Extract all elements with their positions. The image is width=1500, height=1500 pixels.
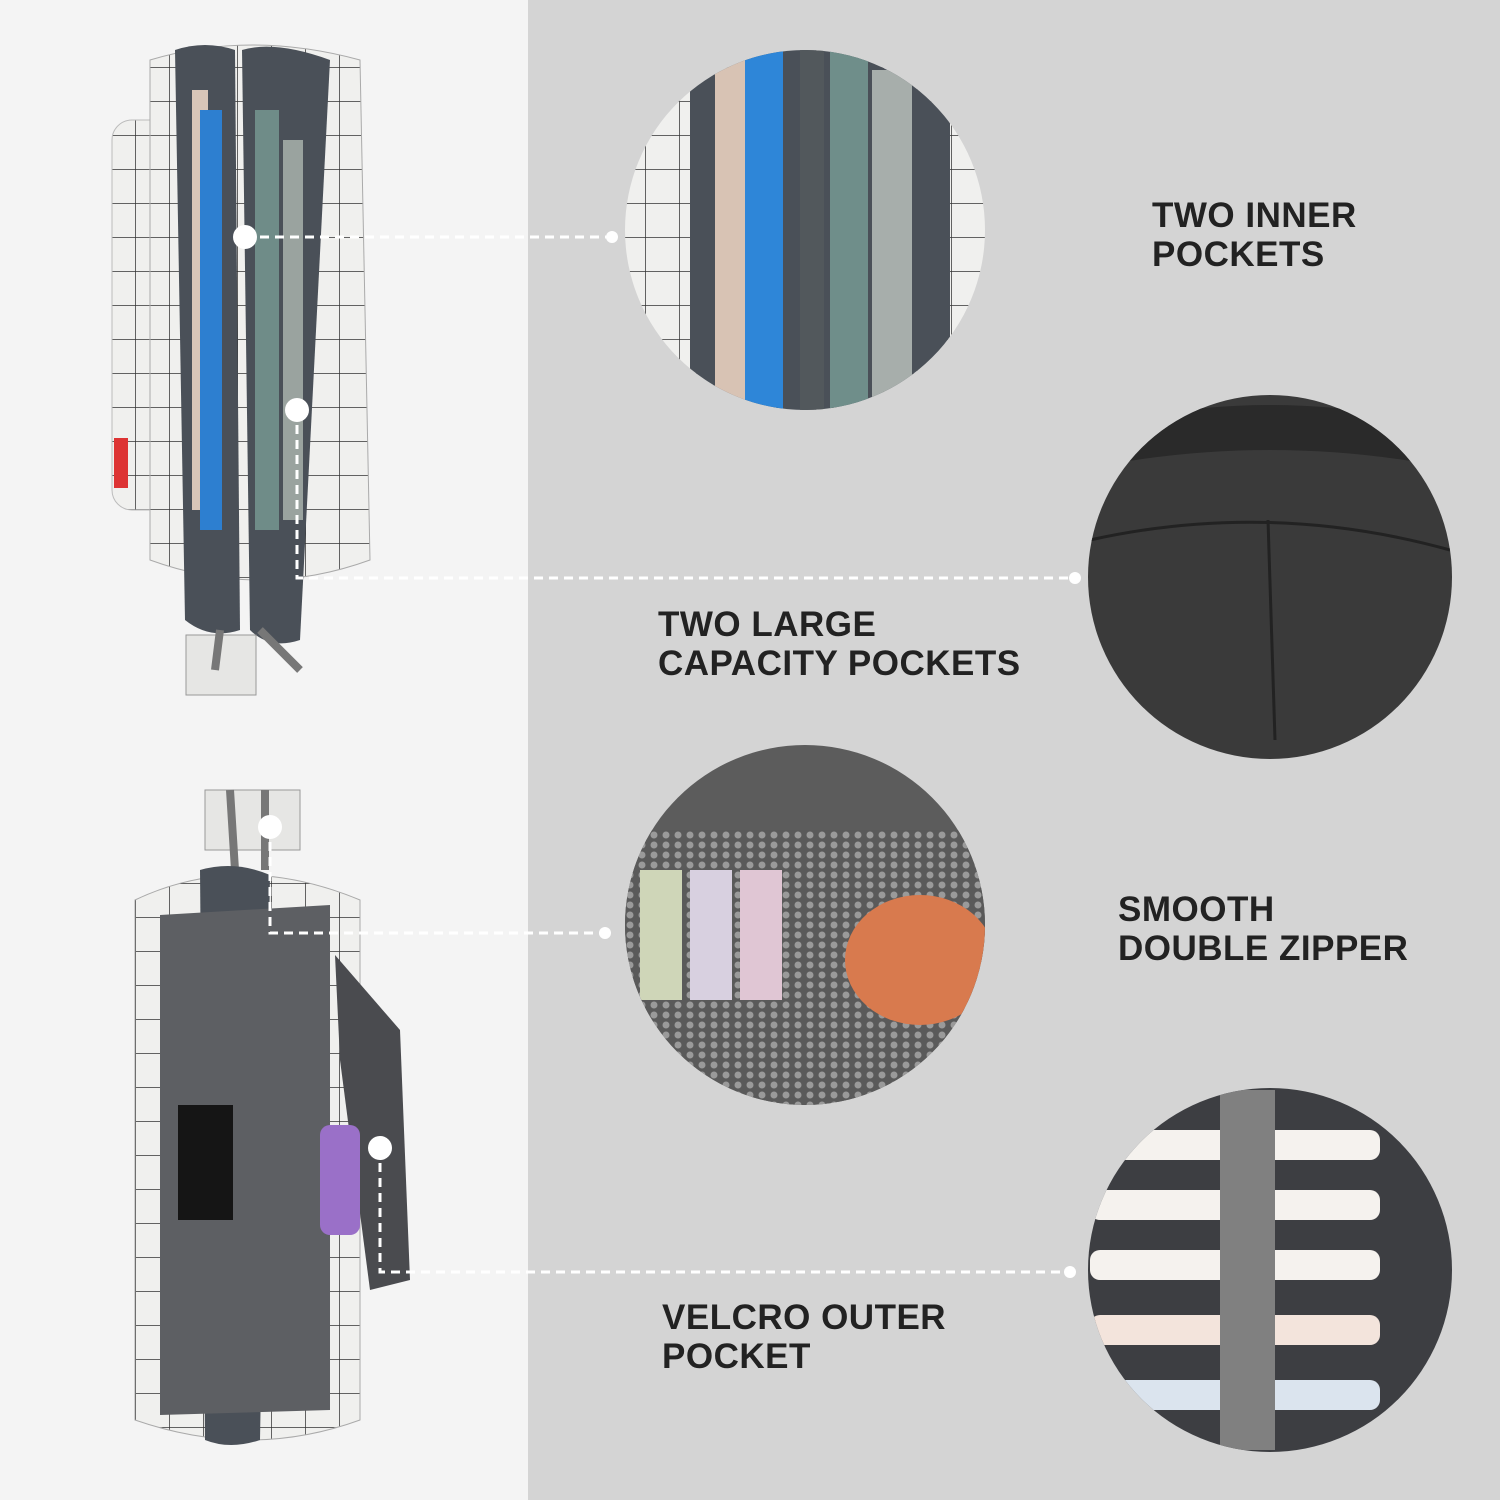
feature-line: POCKET (662, 1337, 811, 1376)
detail-inner-pockets (625, 50, 985, 410)
detail-velcro-pocket (1088, 1088, 1452, 1452)
connector-lines (245, 235, 1075, 1274)
feature-line: CAPACITY POCKETS (658, 644, 1021, 683)
feature-line: TWO INNER (1152, 196, 1357, 235)
feature-label-velcro-pocket: VELCRO OUTER POCKET (662, 1298, 946, 1376)
feature-line: VELCRO OUTER (662, 1298, 947, 1337)
pouch-open-top (111, 44, 371, 696)
feature-line: DOUBLE ZIPPER (1118, 929, 1409, 968)
feature-line: POCKETS (1152, 235, 1325, 274)
detail-large-capacity (1088, 395, 1452, 759)
feature-line: SMOOTH (1118, 890, 1275, 929)
feature-label-double-zipper: SMOOTH DOUBLE ZIPPER (1118, 890, 1408, 968)
detail-double-zipper (625, 745, 985, 1105)
feature-label-inner-pockets: TWO INNER POCKETS (1152, 196, 1357, 274)
feature-label-large-capacity: TWO LARGE CAPACITY POCKETS (658, 605, 1021, 683)
feature-line: TWO LARGE (658, 605, 877, 644)
connector-dots (233, 225, 1081, 1278)
pouch-closed-bottom (134, 789, 410, 1445)
